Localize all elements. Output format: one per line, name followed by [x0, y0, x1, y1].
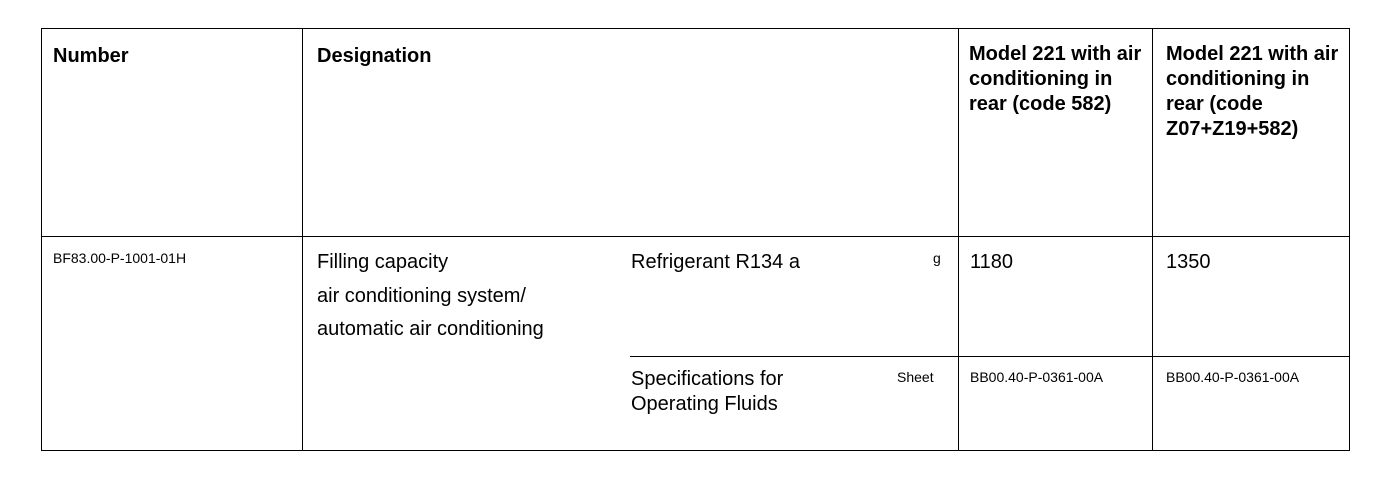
grid-line-col-2	[958, 29, 959, 450]
header-number: Number	[53, 45, 129, 67]
filling-capacity-table: Number Designation Model 221 with air co…	[41, 28, 1350, 451]
grid-line-header	[42, 236, 1349, 237]
designation-line-3: automatic air conditioning	[317, 318, 544, 340]
designation-line-2: air conditioning system/	[317, 285, 526, 307]
header-model-z07: Model 221 with air conditioning in rear …	[1166, 43, 1339, 140]
header-model-582: Model 221 with air conditioning in rear …	[969, 43, 1142, 115]
grid-line-subrow	[630, 356, 1349, 357]
item-specs-label: Specifications for Operating Fluids	[631, 368, 784, 415]
header-designation: Designation	[317, 45, 432, 67]
item-specs-unit: Sheet	[897, 369, 934, 385]
item-refrigerant-unit: g	[933, 250, 941, 266]
designation-line-1: Filling capacity	[317, 251, 449, 273]
item-specs-value-582: BB00.40-P-0361-00A	[970, 369, 1104, 385]
item-refrigerant-label: Refrigerant R134 a	[631, 251, 800, 273]
item-specs-value-z07: BB00.40-P-0361-00A	[1166, 369, 1300, 385]
item-refrigerant-value-582: 1180	[970, 251, 1014, 273]
grid-line-col-1	[302, 29, 303, 450]
item-refrigerant-value-z07: 1350	[1166, 251, 1211, 273]
grid-line-col-3	[1152, 29, 1153, 450]
row-number: BF83.00-P-1001-01H	[53, 250, 187, 266]
